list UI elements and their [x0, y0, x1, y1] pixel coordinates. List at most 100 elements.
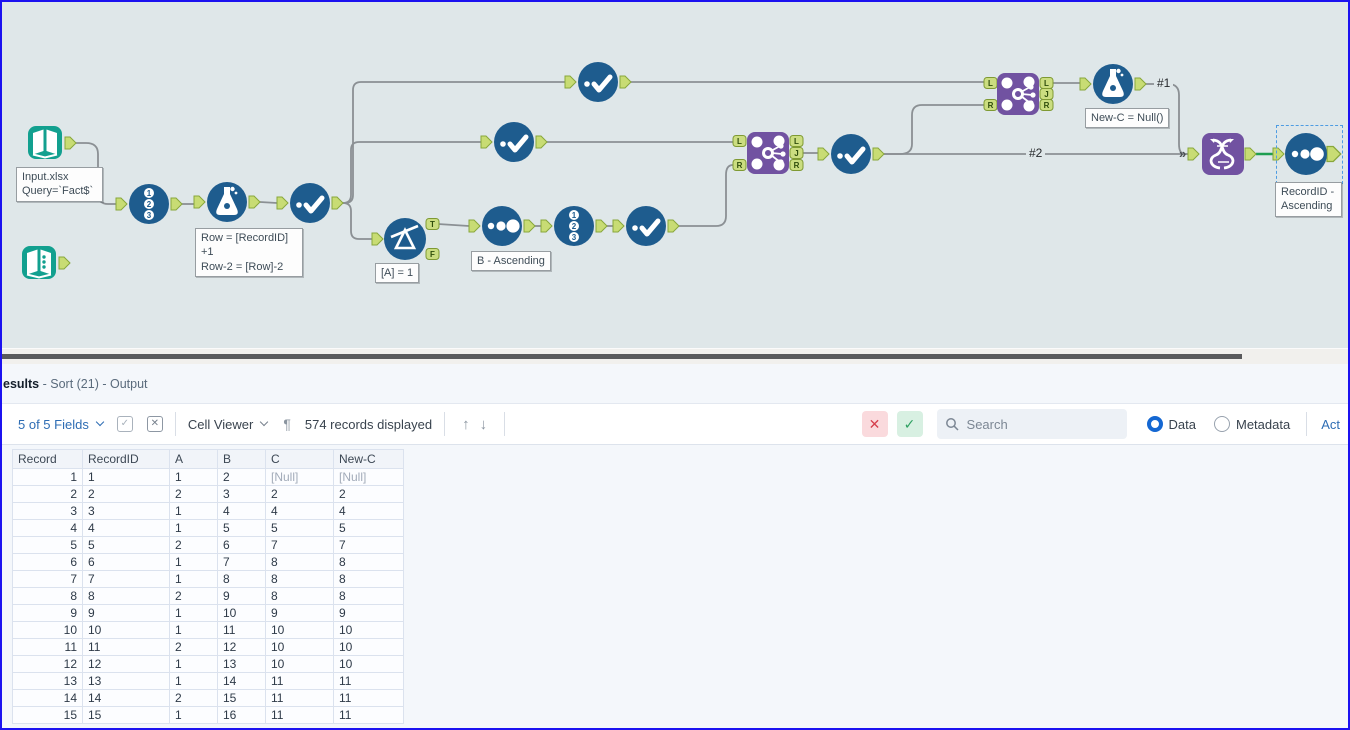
table-cell[interactable]: 1: [12, 468, 83, 486]
sort-tool[interactable]: [482, 206, 522, 246]
table-cell[interactable]: 12: [217, 638, 266, 656]
table-cell[interactable]: 7: [333, 536, 404, 554]
scroll-up-icon[interactable]: ↑: [462, 415, 470, 433]
table-cell[interactable]: 16: [217, 706, 266, 724]
table-cell[interactable]: 3: [82, 502, 170, 520]
table-cell[interactable]: 6: [217, 536, 266, 554]
table-cell[interactable]: 12: [82, 655, 170, 673]
select-tool[interactable]: [626, 206, 666, 246]
actions-menu[interactable]: Act: [1321, 416, 1340, 432]
table-cell[interactable]: 5: [265, 519, 334, 537]
table-cell[interactable]: 7: [265, 536, 334, 554]
table-cell[interactable]: 5: [12, 536, 83, 554]
column-header[interactable]: A: [169, 449, 218, 469]
table-cell[interactable]: 10: [265, 621, 334, 639]
table-cell[interactable]: 2: [169, 587, 218, 605]
table-cell[interactable]: 9: [12, 604, 83, 622]
table-cell[interactable]: 4: [333, 502, 404, 520]
whitespace-toggle-icon[interactable]: ¶: [283, 416, 291, 432]
fields-dropdown[interactable]: 5 of 5 Fields: [18, 417, 105, 432]
radio-metadata[interactable]: Metadata: [1214, 416, 1290, 432]
clear-filter-button[interactable]: ✕: [861, 411, 888, 437]
table-cell[interactable]: 10: [333, 638, 404, 656]
table-cell[interactable]: 2: [12, 485, 83, 503]
cell-viewer-dropdown[interactable]: Cell Viewer: [188, 417, 269, 432]
table-cell[interactable]: 10: [217, 604, 266, 622]
search-box[interactable]: [936, 409, 1127, 439]
table-cell[interactable]: 15: [82, 706, 170, 724]
table-cell[interactable]: 6: [12, 553, 83, 571]
column-header[interactable]: B: [217, 449, 266, 469]
radio-data[interactable]: Data: [1146, 416, 1196, 432]
table-cell[interactable]: 11: [265, 672, 334, 690]
select-tool[interactable]: [494, 122, 534, 162]
table-cell[interactable]: 12: [12, 655, 83, 673]
table-cell[interactable]: 10: [265, 655, 334, 673]
connection[interactable]: [437, 223, 470, 227]
table-cell[interactable]: 11: [82, 638, 170, 656]
table-cell[interactable]: 6: [82, 553, 170, 571]
search-input[interactable]: [964, 415, 1115, 433]
table-cell[interactable]: 11: [333, 706, 404, 724]
input-data-tool-2[interactable]: [22, 246, 56, 279]
apply-filter-button[interactable]: ✓: [896, 411, 923, 437]
column-header[interactable]: Record: [12, 449, 83, 469]
radio-selected-icon[interactable]: [1146, 416, 1163, 432]
table-cell[interactable]: 1: [169, 570, 218, 588]
select-tool[interactable]: [831, 134, 871, 174]
table-cell[interactable]: 5: [217, 519, 266, 537]
annotation-filter[interactable]: [A] = 1: [375, 263, 420, 284]
table-cell[interactable]: 2: [169, 638, 218, 656]
union-tool[interactable]: [1202, 133, 1244, 175]
table-cell[interactable]: 10: [82, 621, 170, 639]
table-cell[interactable]: 8: [265, 570, 334, 588]
column-header[interactable]: RecordID: [82, 449, 170, 469]
deselect-all-icon[interactable]: ✕: [146, 416, 163, 432]
table-cell[interactable]: 2: [169, 689, 218, 707]
table-cell[interactable]: 8: [217, 570, 266, 588]
workflow-canvas[interactable]: L R L J R L R L J R T F: [2, 2, 1348, 348]
table-cell[interactable]: 2: [169, 485, 218, 503]
column-header[interactable]: New-C: [333, 449, 404, 469]
input-data-tool[interactable]: [28, 126, 62, 159]
table-cell[interactable]: 9: [217, 587, 266, 605]
table-cell[interactable]: 1: [169, 468, 218, 486]
table-cell[interactable]: 8: [265, 553, 334, 571]
table-cell[interactable]: 15: [217, 689, 266, 707]
table-cell[interactable]: 2: [82, 485, 170, 503]
table-cell[interactable]: 3: [12, 502, 83, 520]
table-cell[interactable]: 1: [169, 604, 218, 622]
join-tool[interactable]: [747, 132, 789, 174]
table-cell[interactable]: 1: [169, 553, 218, 571]
sort-tool-selected[interactable]: [1285, 133, 1327, 175]
scroll-down-icon[interactable]: ↓: [479, 415, 488, 433]
annotation-formula2[interactable]: New-C = Null(): [1085, 108, 1170, 129]
select-tool[interactable]: [290, 183, 330, 223]
table-cell[interactable]: 2: [169, 536, 218, 554]
join-tool[interactable]: [997, 73, 1039, 115]
table-cell[interactable]: 14: [217, 672, 266, 690]
table-cell[interactable]: 14: [12, 689, 83, 707]
table-cell[interactable]: 8: [82, 587, 170, 605]
table-cell[interactable]: 1: [169, 519, 218, 537]
table-cell[interactable]: 11: [12, 638, 83, 656]
table-cell[interactable]: 1: [169, 655, 218, 673]
table-cell[interactable]: 11: [265, 706, 334, 724]
recordid-tool[interactable]: 123: [554, 206, 594, 246]
table-cell[interactable]: 14: [82, 689, 170, 707]
table-cell[interactable]: 8: [265, 587, 334, 605]
annotation-input[interactable]: Input.xlsx Query=`Fact$`: [16, 167, 103, 202]
table-cell[interactable]: 1: [169, 706, 218, 724]
annotation-formula[interactable]: Row = [RecordID] +1 Row-2 = [Row]-2: [195, 228, 303, 277]
